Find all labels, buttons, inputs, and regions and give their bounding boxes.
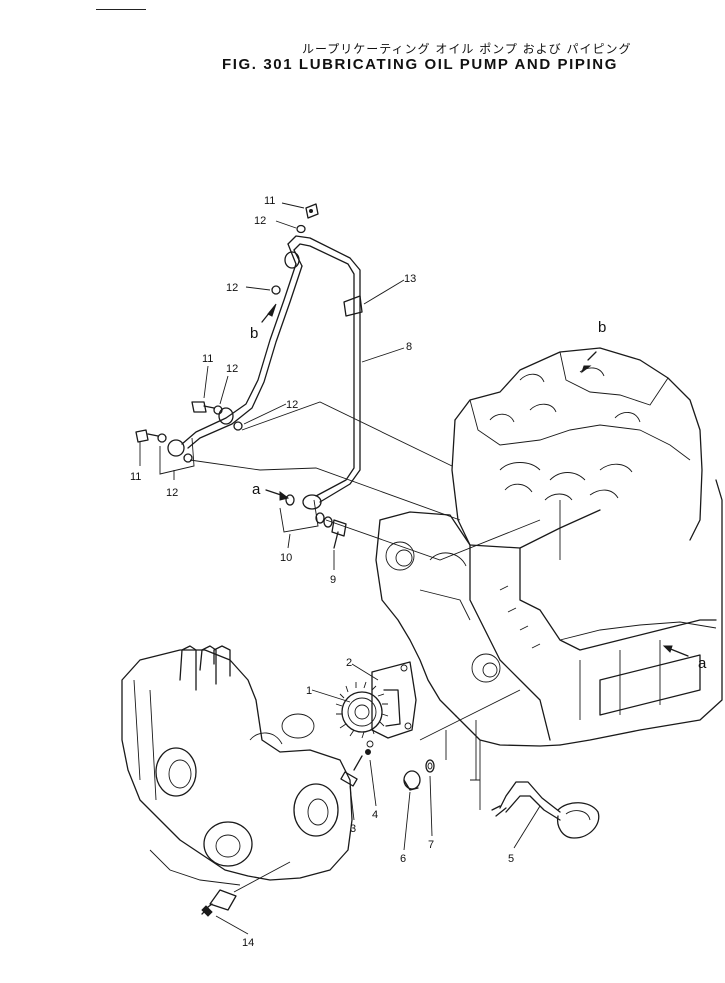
reference-letter-b: b <box>250 325 258 342</box>
reference-letter-a: a <box>698 655 707 672</box>
callout-12: 12 <box>254 215 266 227</box>
eye-bolts-and-washers <box>135 203 347 549</box>
callout-9: 9 <box>330 574 336 586</box>
flow-arrows <box>261 303 689 657</box>
callout-leaders <box>139 202 541 935</box>
callout-11: 11 <box>130 471 141 483</box>
callout-4: 4 <box>372 809 378 821</box>
figure-title-japanese: ループリケーティング オイル ポンプ および パイピング <box>302 42 632 56</box>
washer-group-bracket <box>159 437 195 475</box>
callout-6: 6 <box>400 853 406 865</box>
callout-12: 12 <box>226 282 238 294</box>
oil-pump-assembly <box>335 661 417 739</box>
engine-block <box>375 347 723 781</box>
drain-plug <box>403 759 435 791</box>
callout-7: 7 <box>428 839 434 851</box>
timing-gear-case <box>121 645 353 886</box>
callout-12: 12 <box>226 363 238 375</box>
callout-10: 10 <box>280 552 292 564</box>
callout-14: 14 <box>242 937 254 949</box>
header-rule <box>96 9 146 10</box>
assembly-leader-lines <box>189 401 561 810</box>
washer-group-bracket <box>279 499 319 533</box>
reference-letter-b: b <box>598 319 606 336</box>
figure-title: FIG. 301 LUBRICATING OIL PUMP AND PIPING <box>222 56 618 73</box>
oil-strainer <box>491 781 600 839</box>
callout-11: 11 <box>264 195 275 207</box>
callout-3: 3 <box>350 823 356 835</box>
callout-12: 12 <box>286 399 298 411</box>
pump-bolt <box>340 740 374 787</box>
callout-13: 13 <box>404 273 416 285</box>
callout-8: 8 <box>406 341 412 353</box>
callout-12: 12 <box>166 487 178 499</box>
callout-11: 11 <box>202 353 213 365</box>
callout-1: 1 <box>306 685 312 697</box>
reference-letter-a: a <box>252 481 261 498</box>
callout-5: 5 <box>508 853 514 865</box>
callout-2: 2 <box>346 657 352 669</box>
oil-pipe-assembly <box>167 235 363 510</box>
oil-pressure-switch <box>201 861 291 917</box>
